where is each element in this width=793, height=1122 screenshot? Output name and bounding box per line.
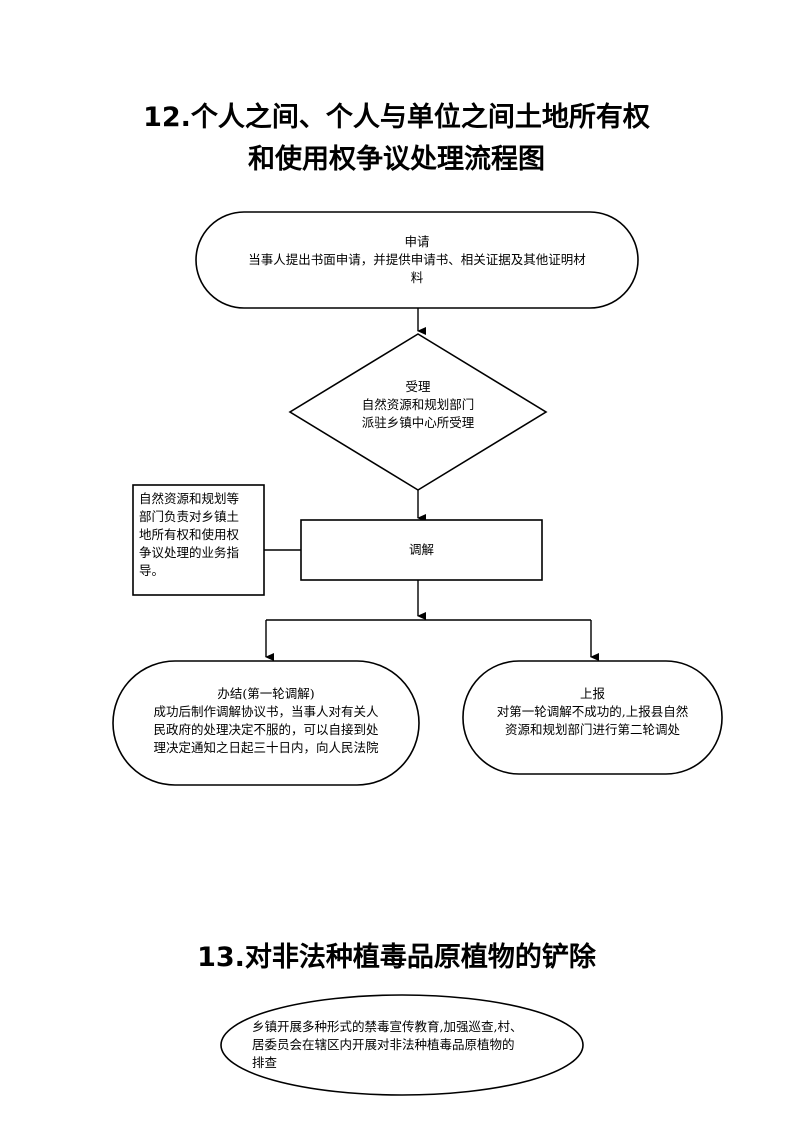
section12-title-line1: 12.个人之间、个人与单位之间土地所有权 (143, 102, 650, 133)
report-line2: 资源和规划部门进行第二轮调处 (504, 722, 680, 737)
eradication-line3: 排查 (252, 1055, 278, 1070)
eradication-line2: 居委员会在辖区内开展对非法种植毒品原植物的 (252, 1037, 515, 1052)
apply-heading: 申请 (404, 234, 430, 249)
conclude-node-shape (112, 660, 420, 786)
guide-note-line5: 导。 (139, 563, 165, 578)
conclude-line3: 理决定通知之日起三十日内，向人民法院 (153, 740, 379, 755)
guide-note-line4: 争议处理的业务指 (139, 545, 240, 560)
report-node: 上报 对第一轮调解不成功的,上报县自然 资源和规划部门进行第二轮调处 (473, 685, 712, 739)
guide-note-line2: 部门负责对乡镇土 (139, 509, 240, 524)
eradication-node: 乡镇开展多种形式的禁毒宣传教育,加强巡查,村、 居委员会在辖区内开展对非法种植毒… (252, 1018, 562, 1072)
section13-title: 13.对非法种植毒品原植物的铲除 (197, 942, 596, 973)
guide-note-shape (132, 484, 265, 596)
apply-line2: 料 (410, 270, 424, 285)
section12-title-line2: 和使用权争议处理流程图 (248, 144, 545, 175)
apply-node-shape (195, 211, 639, 309)
guide-note-line3: 地所有权和使用权 (139, 527, 240, 542)
accept-heading: 受理 (405, 379, 431, 394)
eradication-node-shape (220, 994, 584, 1096)
mediate-node: 调解 (301, 541, 542, 559)
report-node-shape (462, 660, 723, 775)
conclude-line1: 成功后制作调解协议书，当事人对有关人 (153, 704, 379, 719)
report-line1: 对第一轮调解不成功的,上报县自然 (496, 704, 689, 719)
guide-note-line1: 自然资源和规划等 (139, 491, 240, 506)
apply-node: 申请 当事人提出书面申请，并提供申请书、相关证据及其他证明材 料 (215, 233, 619, 287)
apply-line1: 当事人提出书面申请，并提供申请书、相关证据及其他证明材 (248, 252, 586, 267)
report-heading: 上报 (579, 686, 605, 701)
conclude-node: 办结(第一轮调解) 成功后制作调解协议书，当事人对有关人 民政府的处理决定不服的… (128, 685, 404, 757)
accept-node: 受理 自然资源和规划部门 派驻乡镇中心所受理 (330, 378, 506, 432)
mediate-node-shape (300, 519, 543, 581)
eradication-line1: 乡镇开展多种形式的禁毒宣传教育,加强巡查,村、 (252, 1019, 523, 1034)
accept-line2: 派驻乡镇中心所受理 (361, 415, 475, 430)
conclude-line2: 民政府的处理决定不服的，可以自接到处 (153, 722, 379, 737)
conclude-heading: 办结(第一轮调解) (217, 686, 315, 701)
mediate-heading: 调解 (408, 542, 434, 557)
guide-note: 自然资源和规划等 部门负责对乡镇土 地所有权和使用权 争议处理的业务指 导。 (139, 490, 263, 580)
accept-line1: 自然资源和规划部门 (361, 397, 475, 412)
